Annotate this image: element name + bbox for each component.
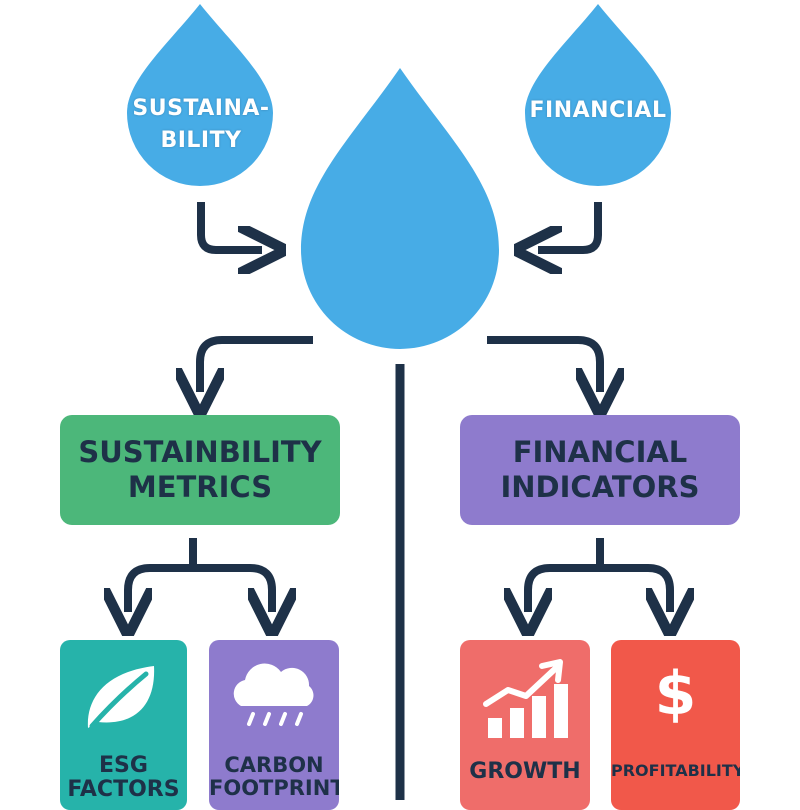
- carbon-line2: FOOTPRINT: [209, 776, 339, 801]
- profitability-card: $ PROFITABILITY: [611, 640, 740, 810]
- growth-chart-icon: [483, 659, 568, 738]
- financial-indicators-box: FINANCIAL INDICATORS: [460, 415, 740, 525]
- arrow-sustainability-to-center: [197, 202, 262, 250]
- carbon-line1: CARBON: [224, 753, 324, 777]
- arrow-indicators-branch-right: [600, 564, 670, 612]
- arrow-indicators-branch-left: [528, 538, 604, 612]
- leaf-icon: [87, 666, 155, 729]
- sustainability-metrics-box: SUSTAINBILITY METRICS: [60, 415, 340, 525]
- esg-factors-card: ESG FACTORS: [60, 640, 187, 810]
- central-drop: [301, 68, 499, 349]
- dollar-icon: $: [654, 659, 697, 729]
- financial-indicators-line2: INDICATORS: [500, 470, 700, 504]
- growth-card: GROWTH: [460, 640, 590, 810]
- rain-cloud-icon: [233, 663, 314, 726]
- esg-line2: FACTORS: [67, 777, 180, 803]
- growth-label: GROWTH: [469, 759, 581, 784]
- arrow-center-to-financial-indicators: [487, 336, 600, 392]
- sustainability-drop-line2: BILITY: [160, 128, 242, 153]
- sustainability-drop: [127, 4, 273, 186]
- financial-drop-label: FINANCIAL: [529, 98, 667, 123]
- sustainability-drop-line1: SUSTAINA-: [132, 96, 270, 121]
- profitability-label: PROFITABILITY: [611, 761, 740, 780]
- financial-indicators-line1: FINANCIAL: [512, 435, 688, 470]
- sustainability-drop-label: SUSTAINA- BILITY: [130, 93, 272, 157]
- arrow-metrics-branch-right: [193, 564, 272, 612]
- financial-drop: [525, 4, 671, 186]
- sustainability-metrics-line2: METRICS: [127, 470, 273, 504]
- esg-line1: ESG: [99, 753, 148, 778]
- arrow-center-to-sustainability-metrics: [200, 336, 313, 392]
- sustainability-metrics-line1: SUSTAINBILITY: [78, 435, 322, 470]
- arrow-financial-to-center: [538, 202, 602, 250]
- carbon-footprint-card: CARBON FOOTPRINT: [209, 640, 339, 810]
- arrow-metrics-branch-left: [128, 538, 197, 612]
